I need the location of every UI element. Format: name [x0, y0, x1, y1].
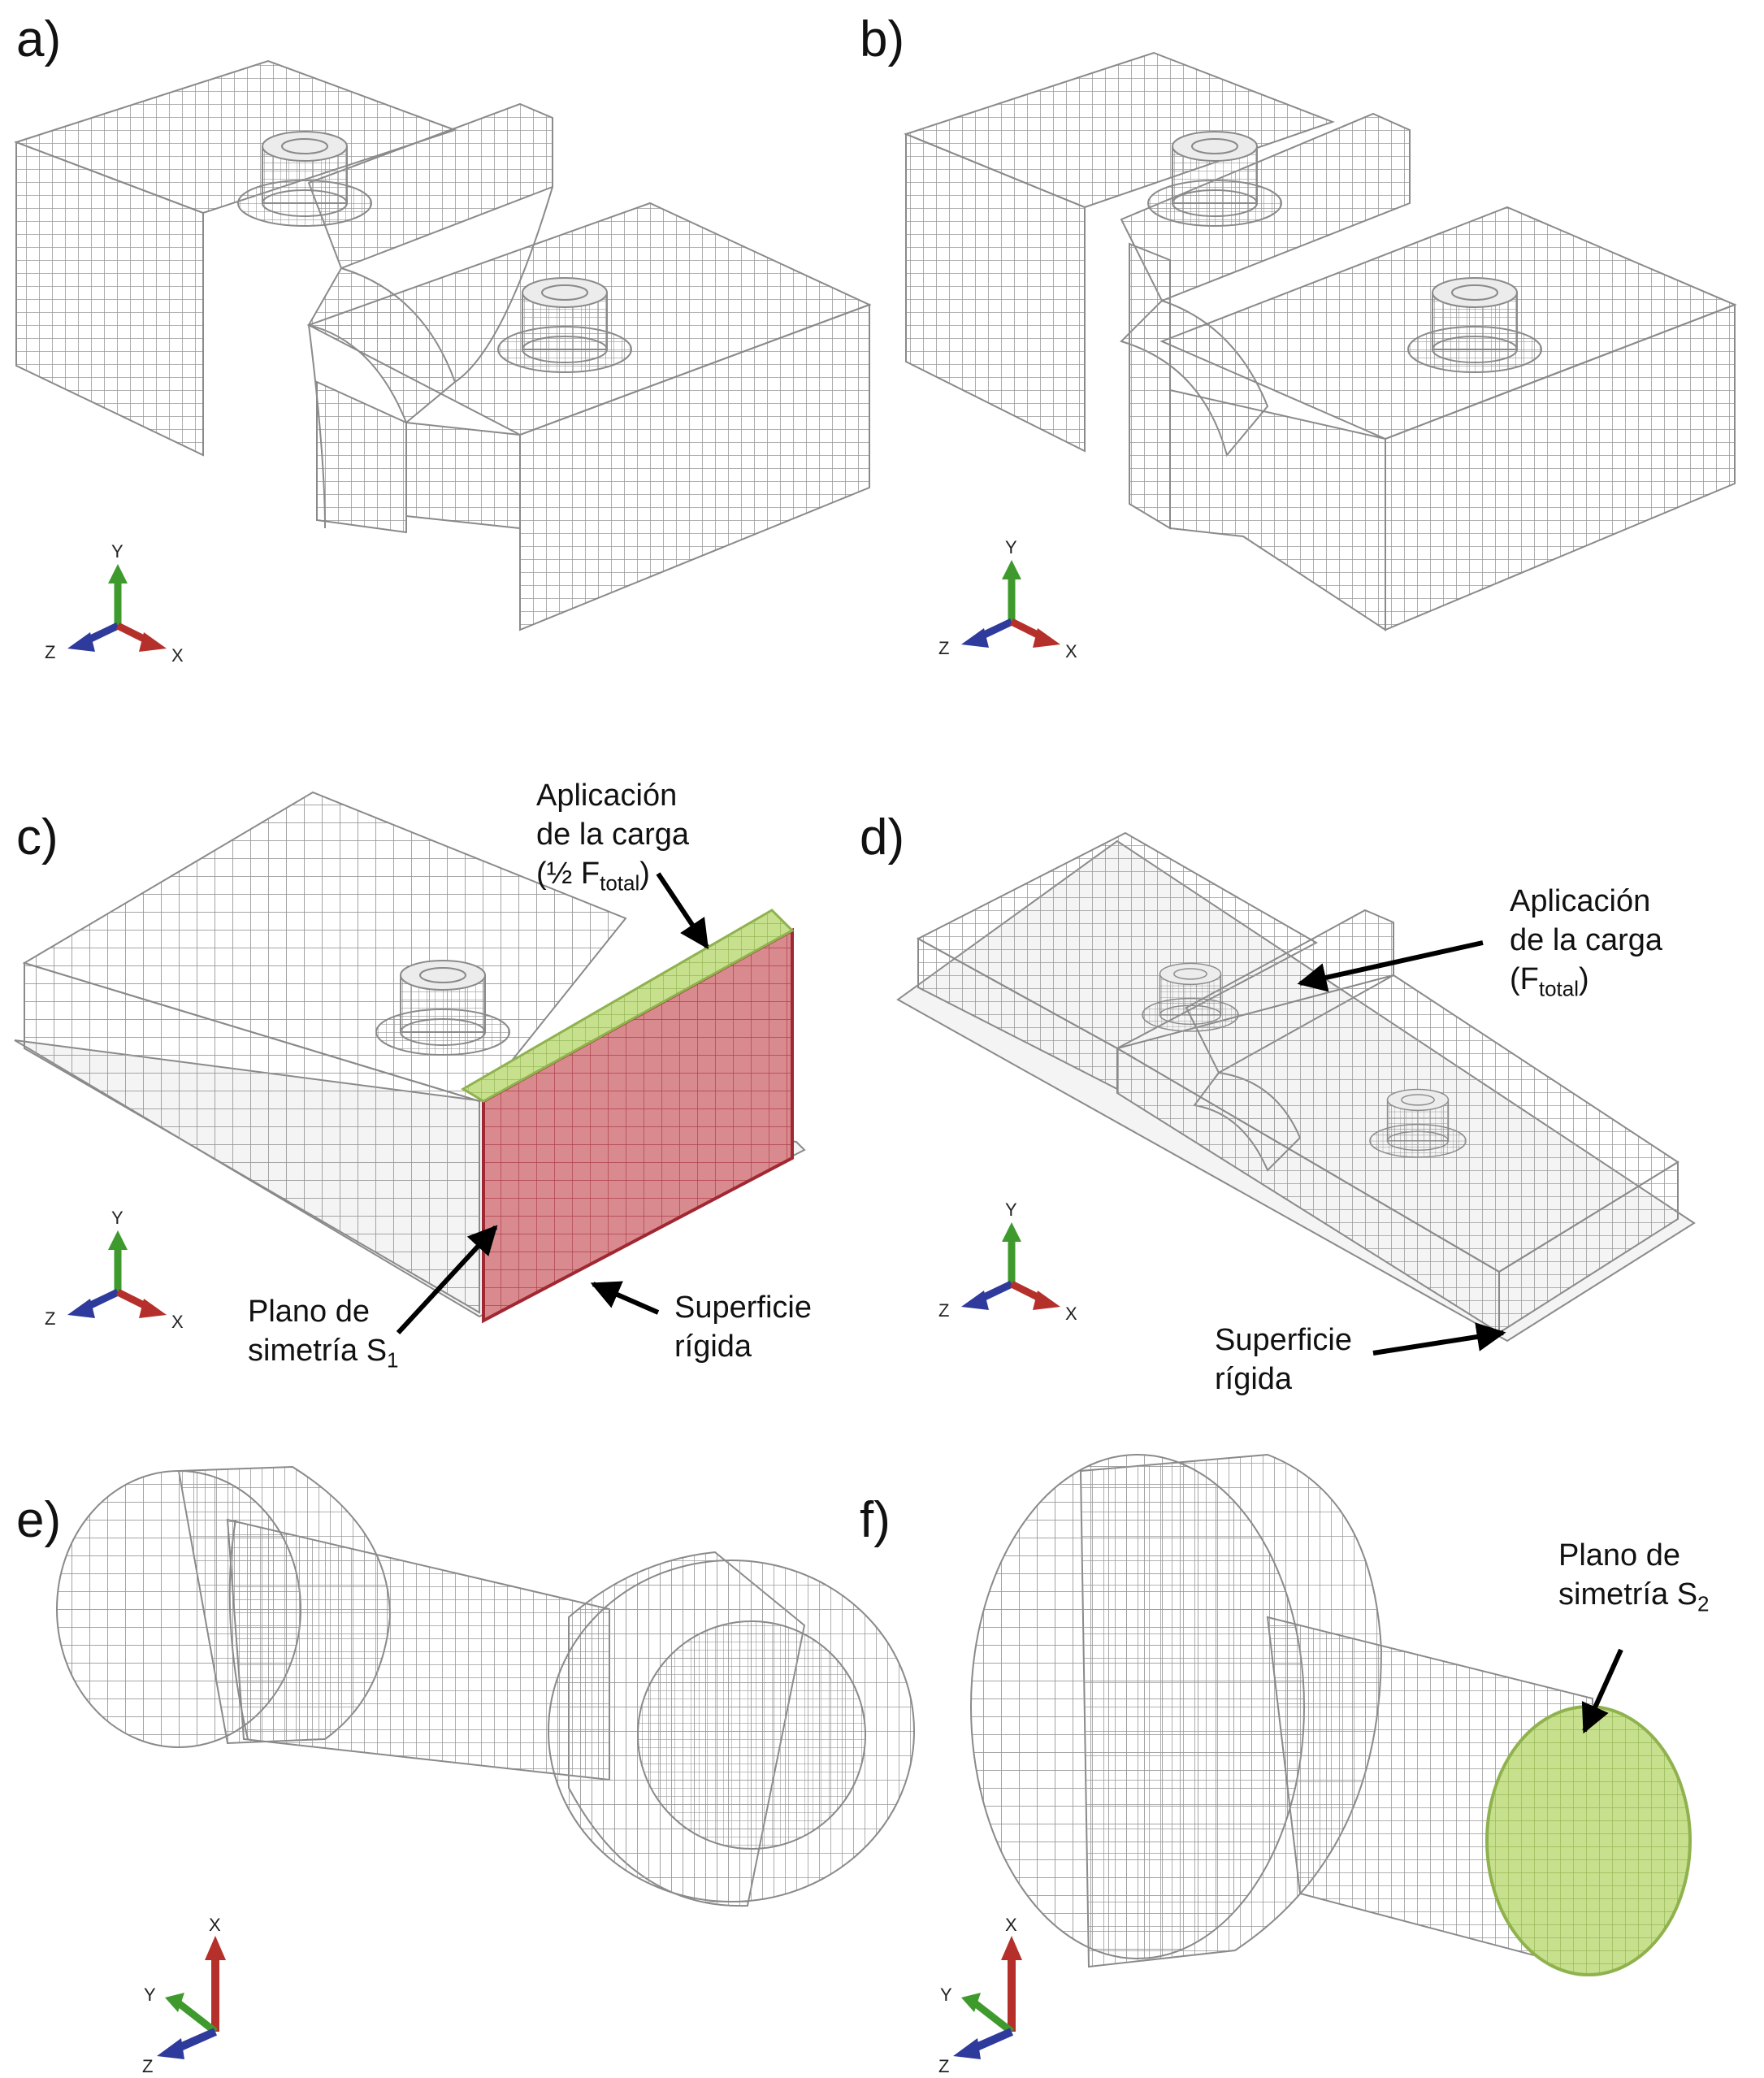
annotation-load-d-line3: (Ftotal)	[1510, 962, 1589, 1001]
annotation-rigid-c-line2: rígida	[674, 1330, 752, 1364]
panel-f-triad: X Y Z	[938, 1915, 1022, 2076]
axis-x-label: X	[171, 645, 184, 666]
axis-z-label: Z	[45, 1308, 55, 1329]
panel-a-mesh	[13, 59, 872, 631]
axis-y-label: Y	[940, 1985, 952, 2005]
annotation-load-c-line3: (½ Ftotal)	[536, 857, 650, 896]
panel-d-mesh	[896, 831, 1696, 1343]
symmetry-plane-s2	[1485, 1705, 1692, 1976]
annotation-symmetry-s1-line2: simetría S1	[248, 1334, 399, 1373]
annotation-load-c: Aplicación de la carga (½ Ftotal)	[536, 776, 689, 903]
annotation-load-c-line1: Aplicación	[536, 779, 678, 813]
arrow-load-c	[656, 872, 709, 949]
annotation-load-d-line2: de la carga	[1510, 923, 1663, 957]
panel-label-d: d)	[860, 809, 905, 865]
panel-label-b: b)	[860, 11, 905, 67]
annotation-symmetry-s1: Plano de simetría S1	[248, 1292, 399, 1380]
panel-label-a: a)	[16, 11, 62, 67]
arrow-symmetry-c	[396, 1225, 498, 1335]
load-face-c	[461, 909, 795, 1103]
panel-d-triad: Y Z X	[938, 1200, 1077, 1324]
annotation-load-d-line1: Aplicación	[1510, 884, 1651, 918]
panel-c-triad: Y Z X	[45, 1208, 184, 1332]
axis-x-label: X	[1065, 641, 1077, 662]
annotation-rigid-d-line2: rígida	[1215, 1362, 1293, 1396]
axis-z-label: Z	[938, 1300, 949, 1321]
axis-y-label: Y	[1005, 1200, 1017, 1220]
axis-y-label: Y	[111, 1208, 124, 1228]
axis-z-label: Z	[938, 638, 949, 658]
annotation-load-c-line2: de la carga	[536, 818, 690, 852]
axis-z-label: Z	[45, 642, 55, 662]
axis-z-label: Z	[142, 2056, 153, 2076]
axis-y-label: Y	[1005, 537, 1017, 557]
arrow-load-d	[1297, 940, 1484, 992]
arrow-symmetry-f	[1581, 1648, 1623, 1734]
annotation-rigid-c-line1: Superficie	[674, 1291, 812, 1325]
annotation-load-d: Aplicación de la carga (Ftotal)	[1510, 882, 1662, 1009]
annotation-symmetry-s1-line1: Plano de	[248, 1295, 371, 1329]
annotation-symmetry-s2-line2: simetría S2	[1558, 1577, 1710, 1616]
panel-b-mesh	[904, 51, 1737, 631]
axis-x-label: X	[209, 1915, 221, 1935]
arrow-rigid-d	[1372, 1322, 1506, 1356]
annotation-symmetry-s2: Plano de simetría S2	[1558, 1536, 1710, 1624]
arrow-rigid-c	[590, 1281, 660, 1315]
panel-c-mesh	[14, 791, 806, 1324]
panel-a-triad: Y Z X	[45, 541, 184, 666]
panel-label-e: e)	[16, 1492, 62, 1548]
annotation-rigid-c: Superficie rígida	[674, 1288, 812, 1366]
axis-x-label: X	[1065, 1304, 1077, 1324]
panel-b-triad: Y Z X	[938, 537, 1077, 662]
axis-y-label: Y	[111, 541, 124, 562]
panel-label-f: f)	[860, 1492, 891, 1548]
panel-label-c: c)	[16, 809, 59, 865]
panel-e-triad: X Y Z	[142, 1915, 226, 2076]
panel-f-bolt	[970, 1453, 1692, 1976]
annotation-rigid-d: Superficie rígida	[1215, 1321, 1352, 1399]
annotation-symmetry-s2-line1: Plano de	[1558, 1538, 1681, 1573]
panel-e-bolt	[56, 1465, 915, 1907]
axis-x-label: X	[171, 1312, 184, 1332]
axis-z-label: Z	[938, 2056, 949, 2076]
axis-y-label: Y	[144, 1985, 156, 2005]
axis-x-label: X	[1005, 1915, 1017, 1935]
annotation-rigid-d-line1: Superficie	[1215, 1323, 1352, 1357]
